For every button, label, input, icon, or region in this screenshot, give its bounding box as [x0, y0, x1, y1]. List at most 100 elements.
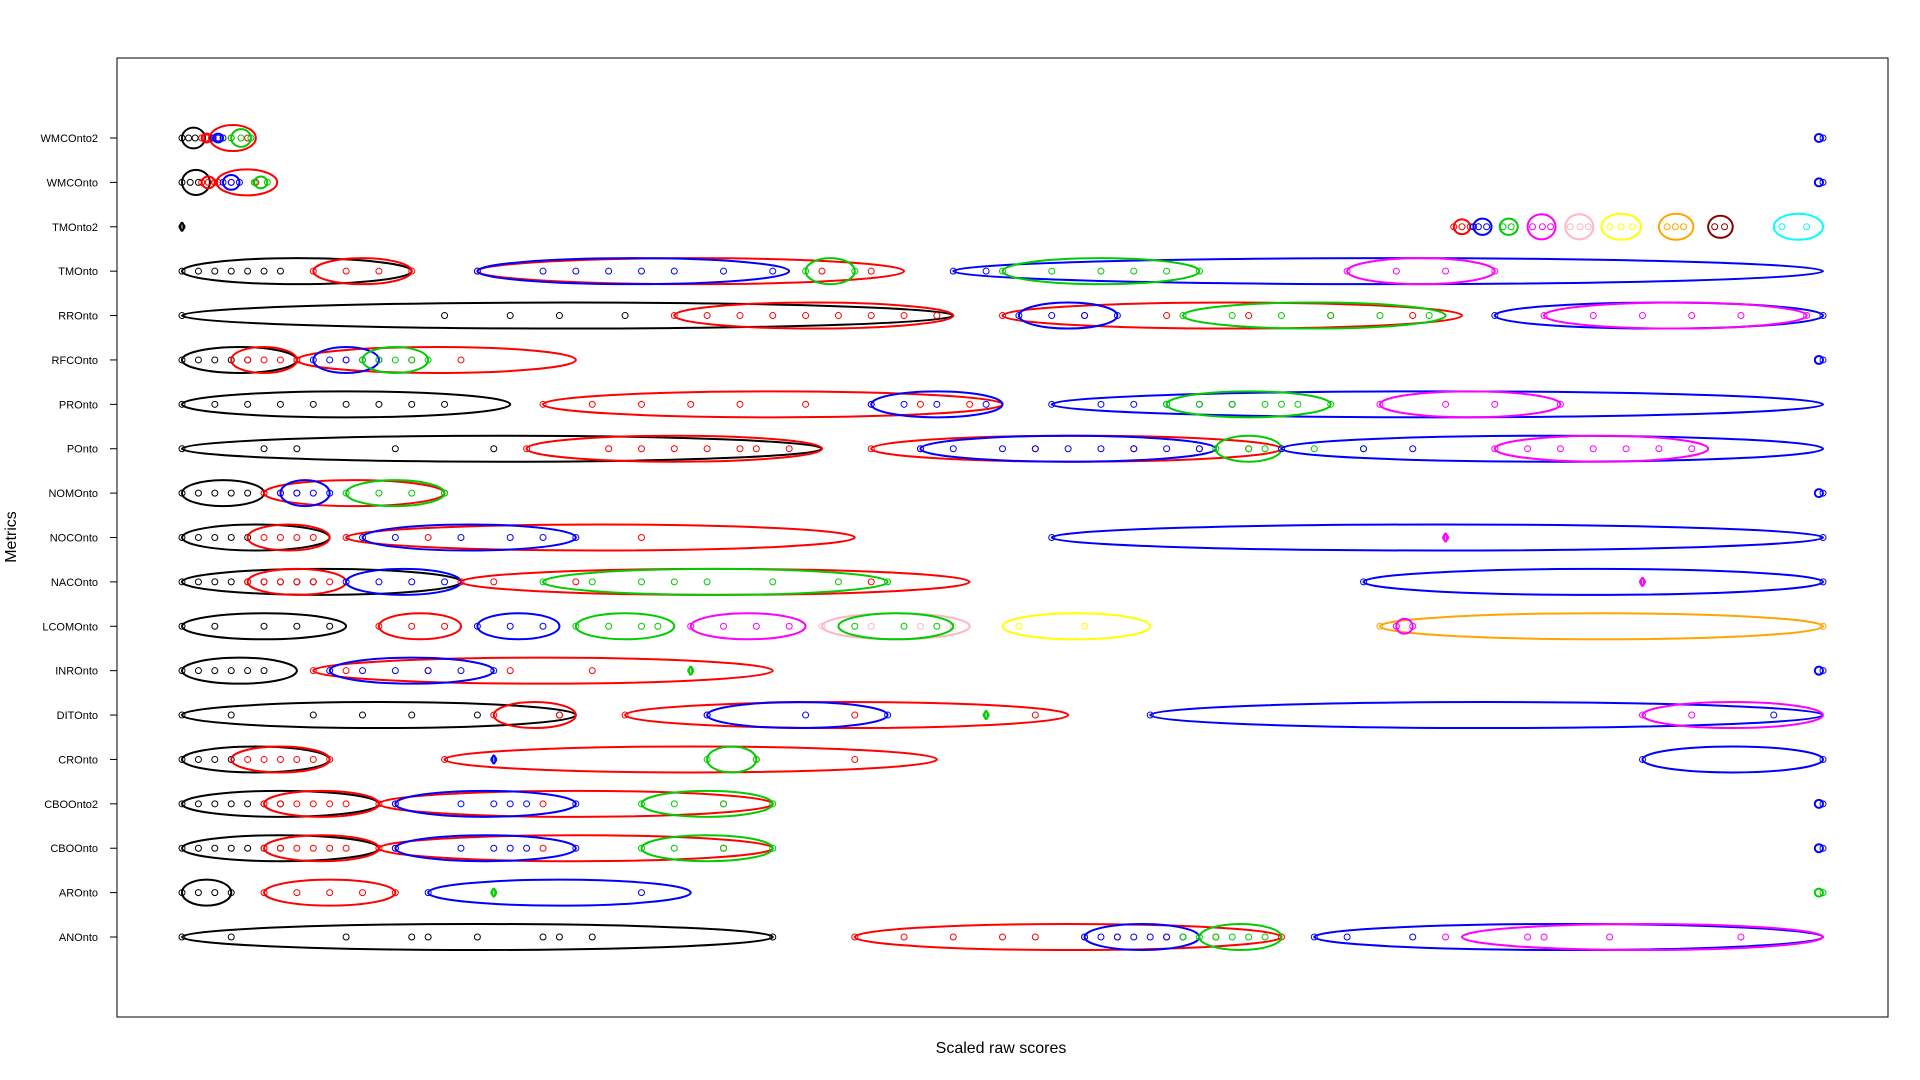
- y-tick-label: POnto: [67, 444, 98, 456]
- cluster-ellipse: [215, 168, 279, 197]
- metric-row: [178, 701, 1824, 730]
- cluster-ellipse: [345, 479, 446, 508]
- data-point: [999, 312, 1006, 320]
- data-point: [1048, 534, 1056, 541]
- data-point: [1778, 223, 1786, 231]
- data-point: [1540, 933, 1548, 941]
- data-point: [1819, 889, 1827, 897]
- y-tick-label: TMOnto: [58, 266, 98, 278]
- data-point: [1343, 267, 1351, 275]
- data-point: [276, 534, 284, 541]
- data-point: [424, 356, 432, 364]
- data-point: [375, 800, 383, 808]
- data-point: [194, 667, 202, 675]
- data-point: [473, 711, 481, 719]
- data-point: [391, 844, 399, 852]
- data-point: [1711, 223, 1719, 231]
- data-point: [244, 267, 252, 275]
- data-point: [260, 445, 268, 453]
- data-point: [309, 800, 317, 808]
- cluster-ellipse: [1526, 213, 1557, 241]
- data-point: [769, 312, 777, 320]
- data-point: [769, 267, 777, 275]
- data-point: [1688, 445, 1696, 453]
- metric-row: [178, 479, 1827, 508]
- data-point: [1770, 711, 1778, 719]
- data-point: [588, 578, 596, 586]
- cluster-ellipse: [1017, 301, 1119, 330]
- cluster-ellipse: [1813, 843, 1824, 854]
- cluster-ellipse: [491, 754, 497, 765]
- data-point: [326, 622, 334, 630]
- cluster-ellipse: [804, 257, 856, 286]
- data-point: [1819, 800, 1827, 808]
- data-point: [408, 489, 416, 497]
- cluster-ellipse: [1083, 923, 1201, 951]
- data-point: [851, 711, 859, 719]
- data-point: [375, 400, 383, 408]
- data-point: [605, 622, 613, 630]
- data-point: [966, 400, 974, 408]
- data-point: [490, 755, 498, 763]
- data-point: [178, 755, 186, 763]
- data-point: [539, 578, 547, 586]
- cluster-ellipse: [689, 612, 807, 641]
- cluster-ellipse: [1772, 212, 1825, 241]
- data-point: [178, 223, 186, 231]
- data-point: [588, 400, 596, 408]
- data-point: [309, 711, 317, 719]
- metric-row: [178, 168, 1827, 197]
- cluster-ellipse: [1198, 923, 1283, 951]
- data-point: [178, 800, 186, 808]
- data-point: [588, 667, 596, 675]
- cluster-ellipse: [706, 745, 758, 774]
- data-point: [1556, 445, 1564, 453]
- data-point: [260, 800, 268, 808]
- cluster-ellipse: [1165, 390, 1332, 419]
- data-point: [687, 622, 695, 630]
- data-point: [703, 445, 711, 453]
- data-point: [1212, 445, 1220, 453]
- y-tick-label: CBOOnto: [50, 843, 98, 855]
- data-point: [194, 489, 202, 497]
- data-point: [178, 400, 186, 408]
- cluster-ellipse: [820, 612, 971, 641]
- data-point: [359, 356, 367, 364]
- data-point: [884, 578, 892, 586]
- data-point: [1081, 622, 1089, 630]
- data-point: [851, 267, 859, 275]
- data-point: [851, 622, 859, 630]
- data-point: [260, 489, 268, 497]
- data-point: [185, 134, 193, 142]
- data-point: [785, 622, 793, 630]
- metric-row: [178, 923, 1825, 951]
- data-point: [736, 400, 744, 408]
- data-point: [1606, 933, 1614, 941]
- data-point: [276, 356, 284, 364]
- y-tick-label: NOMOnto: [48, 488, 98, 500]
- data-point: [194, 755, 202, 763]
- data-point: [457, 800, 465, 808]
- y-tick-label: CBOOnto2: [44, 799, 98, 811]
- cluster-ellipse: [181, 523, 331, 552]
- data-point: [219, 134, 227, 142]
- cluster-ellipse: [1182, 301, 1447, 330]
- data-point: [293, 534, 301, 541]
- data-point: [293, 800, 301, 808]
- data-point: [539, 534, 547, 541]
- data-point: [1491, 312, 1499, 320]
- data-point: [1803, 312, 1811, 320]
- cluster-ellipse: [1498, 217, 1519, 236]
- y-tick-label: WMCOnto: [47, 177, 98, 189]
- cluster-ellipse: [443, 745, 938, 774]
- cluster-ellipse: [1378, 612, 1824, 641]
- cluster-ellipse: [837, 612, 955, 641]
- data-point: [237, 134, 245, 142]
- cluster-ellipse: [952, 257, 1824, 286]
- data-point: [375, 578, 383, 586]
- cluster-ellipse: [640, 789, 774, 818]
- cluster-ellipse: [1493, 434, 1710, 463]
- data-point: [178, 667, 186, 675]
- data-point: [1491, 400, 1499, 408]
